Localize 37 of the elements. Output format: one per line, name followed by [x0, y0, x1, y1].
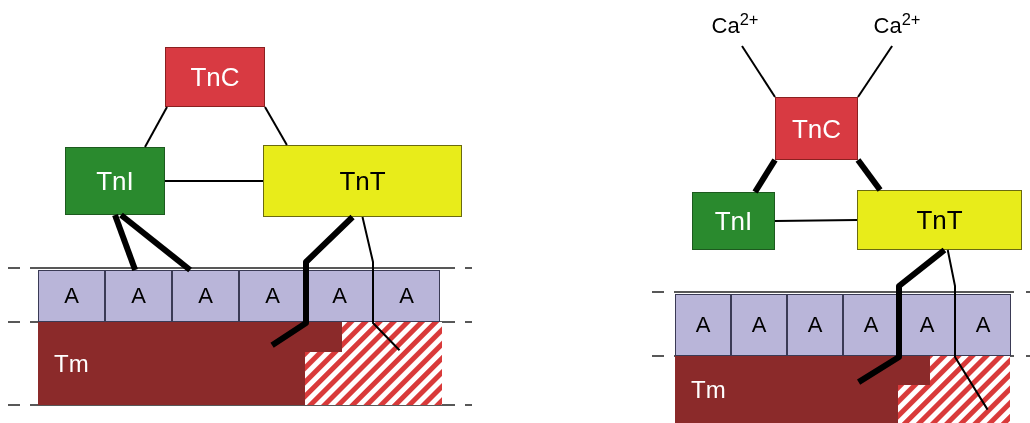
connector-line [855, 158, 883, 192]
actin-monomer-box: A [899, 294, 955, 356]
connector-line [741, 45, 776, 98]
actin-monomer-box: A [843, 294, 899, 356]
actin-monomer-box: A [172, 270, 239, 322]
connector-line [270, 214, 355, 348]
actin-monomer-box: A [38, 270, 105, 322]
protein-box: TnC [775, 97, 858, 160]
connector-line [857, 247, 947, 385]
connector-line [144, 106, 168, 148]
connector-line [164, 180, 264, 182]
actin-monomer-box: A [105, 270, 172, 322]
actin-monomer-box: A [306, 270, 373, 322]
actin-monomer-box: A [731, 294, 787, 356]
actin-monomer-box: A [955, 294, 1011, 356]
connector-line [774, 219, 858, 222]
tropomyosin-band: Tm [675, 356, 930, 423]
hatched-band [898, 356, 1010, 423]
ion-label: Ca$^{2+}$ [862, 6, 932, 46]
connector-line [112, 213, 138, 272]
protein-box: TnT [263, 145, 462, 217]
actin-monomer-box: A [675, 294, 731, 356]
connector-line [119, 212, 192, 273]
actin-monomer-box: A [373, 270, 440, 322]
actin-monomer-box: A [787, 294, 843, 356]
connector-line [361, 216, 401, 352]
tropomyosin-band: Tm [38, 322, 342, 405]
ion-label: Ca$^{2+}$ [700, 6, 770, 46]
connector-line [264, 106, 288, 146]
actin-monomer-box: A [239, 270, 306, 322]
connector-line [752, 158, 778, 194]
connector-line [857, 45, 894, 98]
protein-box: TnI [65, 147, 165, 215]
protein-box: TnC [165, 47, 265, 107]
connector-line [946, 249, 989, 411]
protein-box: TnI [692, 192, 775, 250]
protein-box: TnT [857, 190, 1022, 250]
